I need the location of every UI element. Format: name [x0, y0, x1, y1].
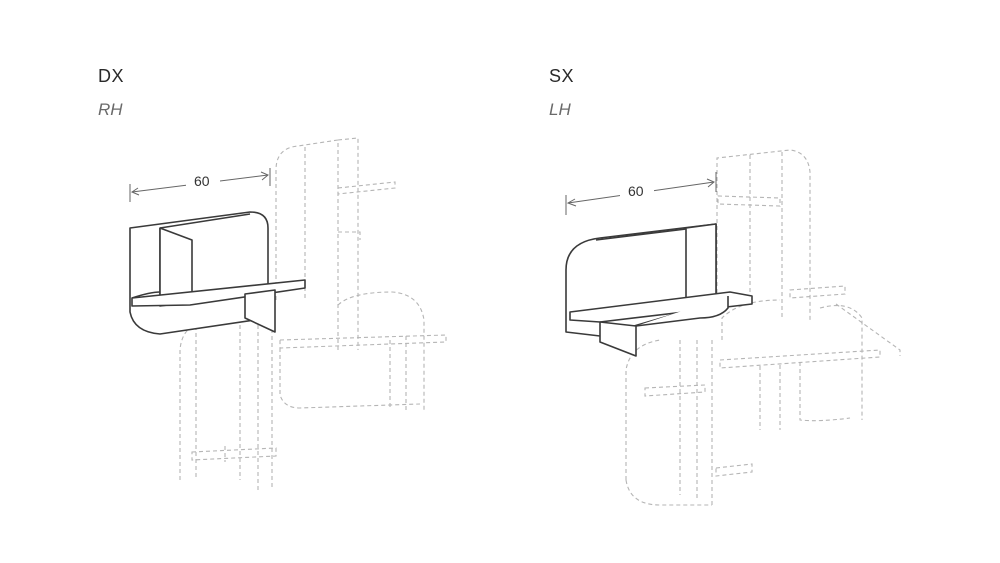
right-dimension: 60: [565, 172, 717, 215]
right-dimension-label: 60: [628, 183, 644, 199]
left-variant-label: RH: [98, 100, 123, 119]
left-variant-code: DX: [98, 66, 125, 86]
right-highlighted-shelf: [565, 223, 753, 357]
right-ghost-structure: [625, 149, 901, 506]
right-variant-label: LH: [549, 100, 571, 119]
left-dimension: 60: [129, 168, 271, 202]
right-variant-code: SX: [549, 66, 575, 86]
left-dimension-label: 60: [194, 173, 210, 189]
left-highlighted-shelf: [129, 211, 306, 335]
